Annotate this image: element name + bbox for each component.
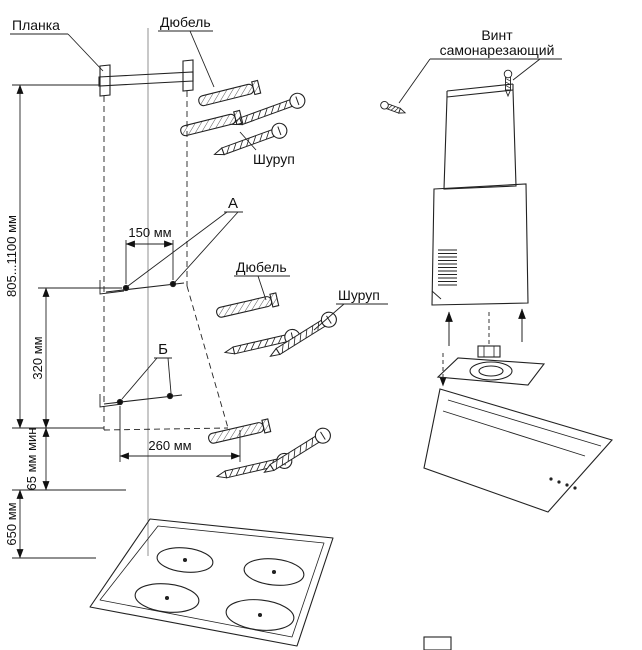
screw-icon	[229, 90, 308, 132]
label-vint-line1: Винт	[481, 27, 513, 43]
mounting-bar	[98, 59, 194, 97]
hood-body	[423, 345, 613, 513]
hood-assembly	[379, 69, 613, 650]
dimension-labels: 150 мм 260 мм 805...1100 мм 320 мм 65 мм…	[4, 215, 192, 546]
fasteners	[178, 79, 340, 485]
dowel-icon	[196, 79, 262, 109]
label-point-b: Б	[158, 341, 168, 358]
hole-row-b	[99, 392, 183, 408]
labels: Планка Дюбель Шуруп А Дюбель Шуруп Б Вин…	[12, 14, 554, 358]
burner	[156, 547, 214, 573]
dowel-icon	[178, 109, 244, 139]
label-shurup-mid: Шуруп	[338, 287, 380, 303]
label-planka: Планка	[12, 17, 60, 33]
cooktop	[89, 518, 334, 647]
glass-panel	[423, 388, 613, 513]
chimney-lower	[431, 183, 529, 306]
dim-150: 150 мм	[128, 225, 171, 240]
dowel-icon	[206, 418, 272, 447]
label-dyubel-top: Дюбель	[160, 14, 211, 30]
control-buttons	[549, 477, 577, 490]
dim-320: 320 мм	[30, 336, 45, 379]
burner	[225, 599, 295, 631]
screw-icon	[214, 451, 294, 485]
dim-805-1100: 805...1100 мм	[4, 215, 19, 297]
dim-650: 650 мм	[4, 502, 19, 545]
dimension-lines	[12, 84, 241, 559]
label-shurup-top: Шуруп	[253, 151, 295, 167]
hole-row-a	[99, 280, 185, 295]
burner	[134, 583, 200, 613]
dim-65-min: 65 мм мин	[24, 428, 39, 491]
burner	[243, 558, 305, 586]
self-tapping-screw-icon	[503, 69, 513, 97]
projection-lines	[103, 91, 229, 431]
screw-icon	[259, 424, 334, 480]
dowel-icon	[214, 292, 280, 321]
dim-260: 260 мм	[148, 438, 191, 453]
wall-mount-diagram	[98, 28, 229, 556]
bottom-right-fragment	[423, 636, 452, 650]
motor-ring	[469, 361, 513, 381]
leader-lines	[10, 30, 562, 400]
label-dyubel-mid: Дюбель	[236, 259, 287, 275]
label-vint-line2: самонарезающий	[440, 42, 555, 58]
label-point-a: А	[228, 195, 238, 212]
assembly-arrows	[439, 308, 526, 387]
vent-grille	[438, 249, 457, 286]
self-tapping-screw-icon	[379, 99, 408, 117]
chimney-upper	[443, 83, 517, 190]
